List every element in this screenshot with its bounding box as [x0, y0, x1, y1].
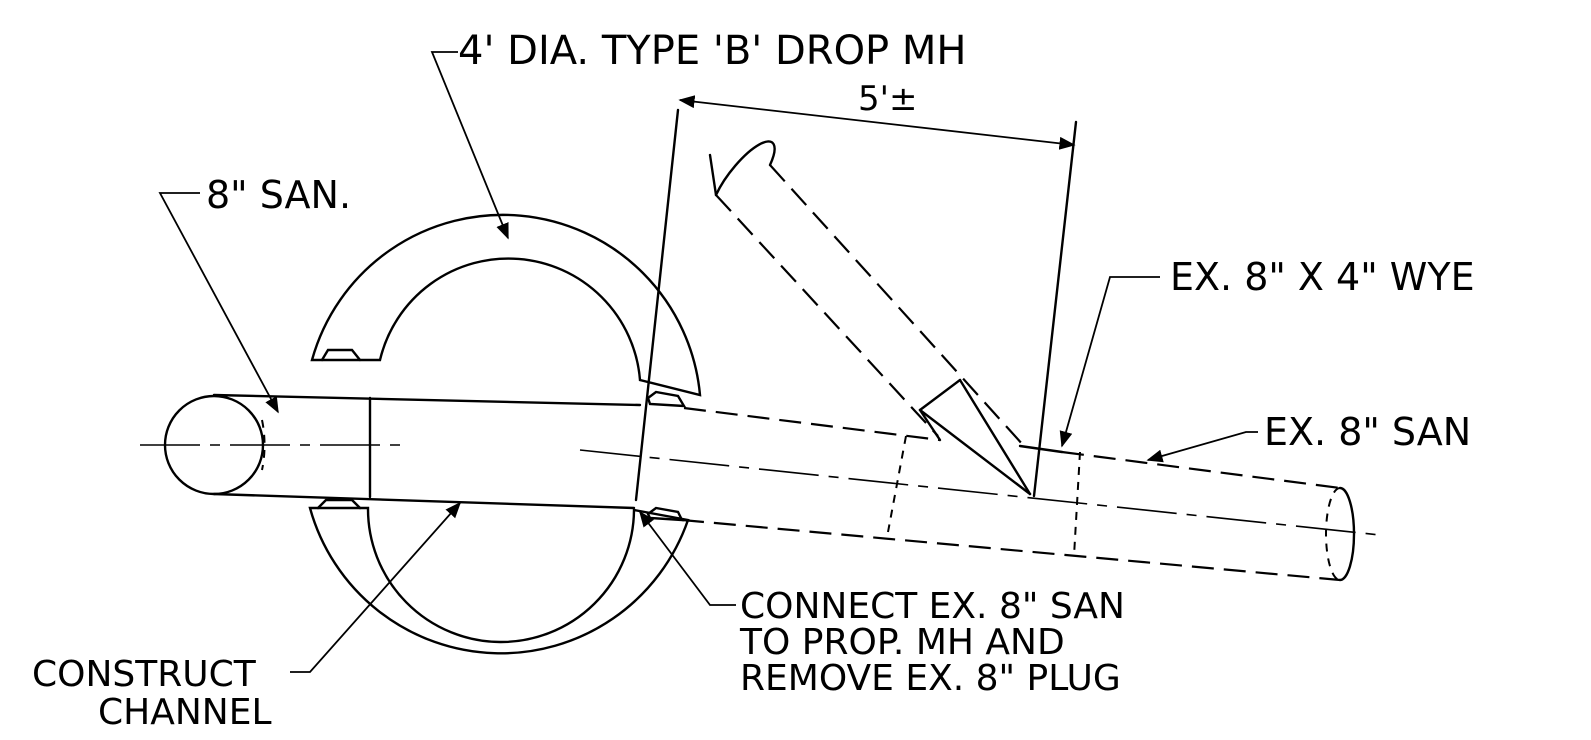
connect-label-line1: CONNECT EX. 8" SAN: [740, 586, 1125, 627]
dimension-label: 5'±: [858, 79, 917, 119]
wall-key-top-right: [646, 390, 687, 408]
ex-pipe-top-line-right: [1061, 450, 1341, 490]
wye-branch-hub: [1018, 444, 1064, 454]
wall-key-top-left: [320, 348, 362, 362]
wye-branch-lower-line: [715, 194, 939, 437]
construct-label-line1: CONSTRUCT: [32, 654, 257, 695]
wye-branch-end-cap: [714, 140, 776, 197]
wye-branch-spigot-c: [918, 408, 942, 442]
ex-pipe-bottom-line: [681, 518, 1341, 582]
connect-label-line2: TO PROP. MH AND: [739, 622, 1065, 663]
ex-pipe-end-arc-back: [1325, 487, 1341, 581]
connect-leader: [639, 510, 736, 606]
wall-key-bottom-left: [316, 498, 362, 510]
manhole-structure: [308, 213, 702, 655]
san-in-label: 8" SAN.: [206, 173, 351, 217]
ex-san-label: EX. 8" SAN: [1264, 410, 1471, 454]
mh-wall-reference-line: [634, 108, 680, 502]
wye-branch-base: [918, 408, 1032, 496]
manhole-leader: [430, 51, 509, 240]
annotations: 4' DIA. TYPE 'B' DROP MH 8" SAN. EX. 8" …: [32, 28, 1475, 733]
connect-label-line3: REMOVE EX. 8" PLUG: [740, 658, 1121, 699]
wye-branch-upper-line: [769, 164, 1025, 447]
ex-pipe-top-line: [683, 406, 941, 442]
existing-8in-pipe: [579, 406, 1381, 582]
ex-pipe-centerline: [579, 449, 1381, 536]
san-in-leader: [158, 192, 279, 414]
dim-extension-right: [1032, 120, 1078, 498]
dimension-5ft: 5'±: [678, 79, 1078, 498]
pipe-end-hidden-arc: [261, 419, 266, 471]
manhole-bottom-wall: [308, 506, 690, 655]
wye-branch-spigot-b: [958, 378, 1032, 496]
wye-leader: [1059, 276, 1160, 448]
wye-body-right: [1073, 451, 1081, 557]
ex-pipe-end-arc: [1338, 486, 1356, 582]
manhole-label: 4' DIA. TYPE 'B' DROP MH: [458, 28, 966, 74]
wye-body-left: [887, 435, 907, 533]
dim-line: [678, 95, 1076, 150]
construct-label-line2: CHANNEL: [98, 692, 272, 733]
wye-label: EX. 8" X 4" WYE: [1170, 255, 1475, 299]
manhole-top-wall: [310, 213, 702, 397]
pipe-bottom-line: [212, 492, 636, 510]
wye-branch-lower-solid: [708, 153, 718, 197]
proposed-8in-pipe: [140, 393, 642, 510]
pipe-top-line: [212, 393, 642, 407]
ex-san-leader: [1146, 431, 1258, 463]
wye-branch-spigot-a: [918, 378, 962, 412]
wye-fitting: [708, 140, 1081, 557]
construct-leader: [290, 501, 462, 673]
